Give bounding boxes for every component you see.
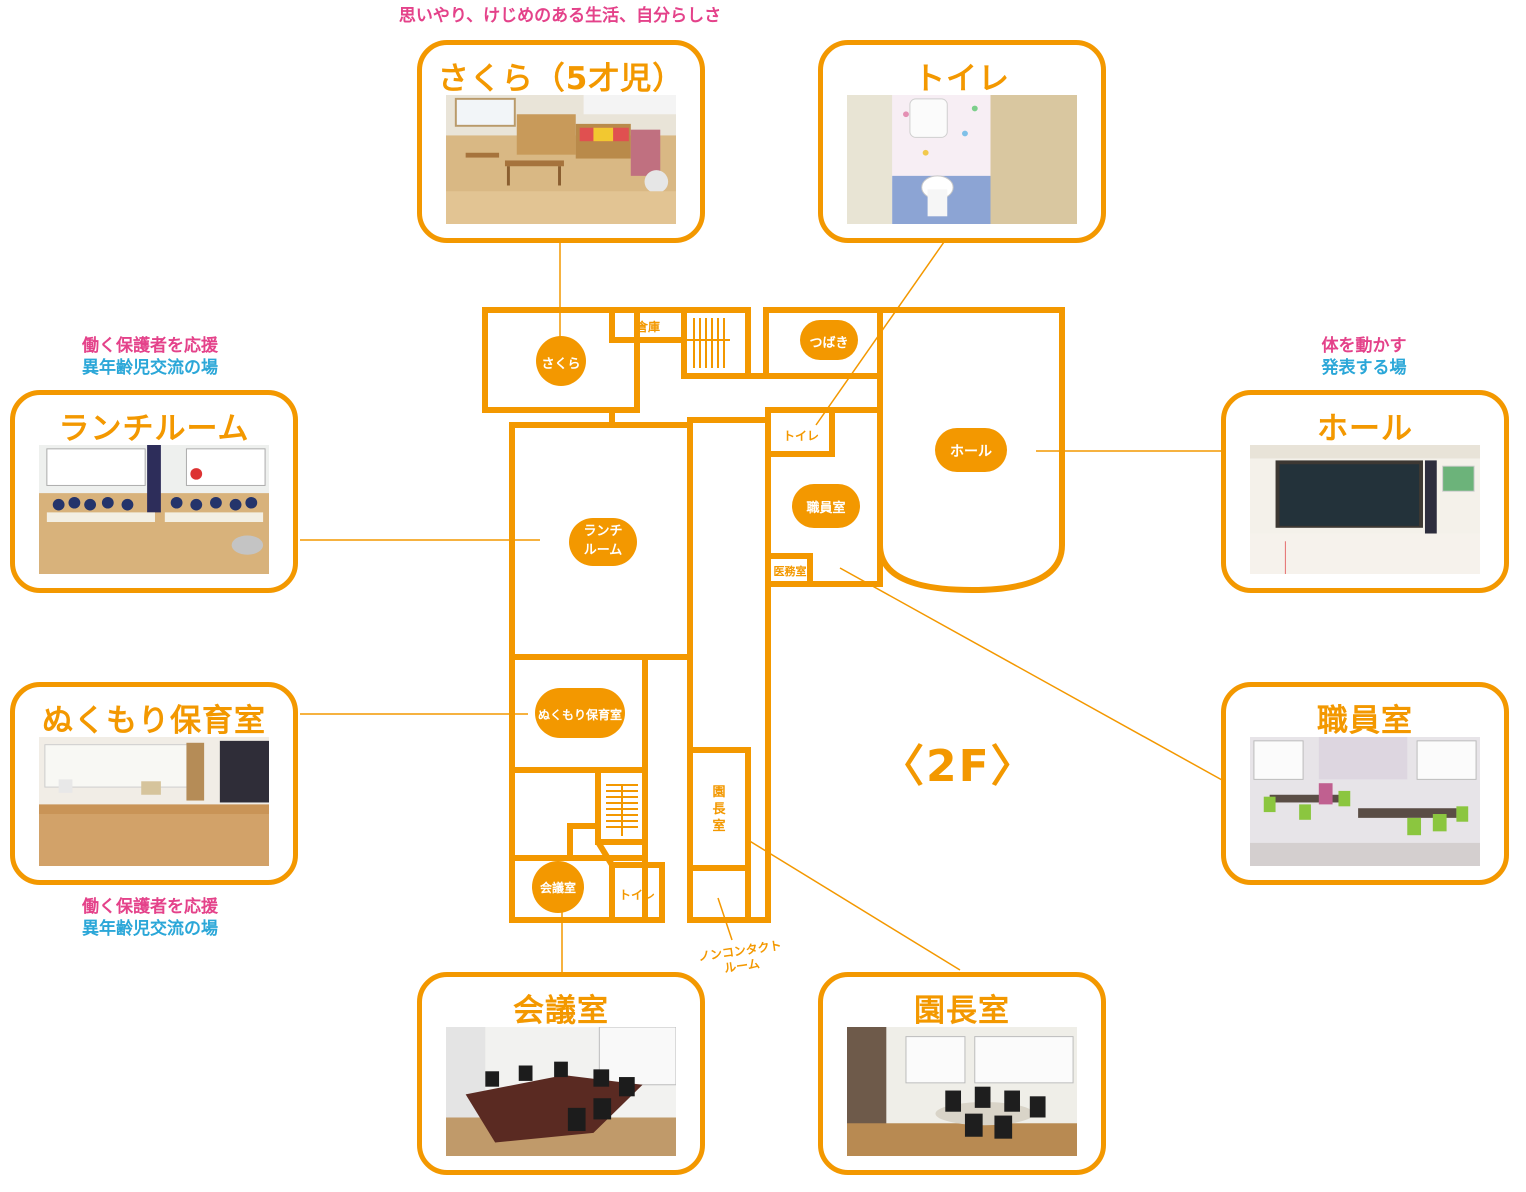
label-infirmary: 医務室 (773, 565, 807, 578)
card-title-meeting: 会議室 (513, 993, 609, 1029)
note-sakura: 思いやり、けじめのある生活、自分らしさ (398, 6, 722, 26)
pill-sakura (536, 336, 586, 386)
note-lunch-line1: 働く保護者を応援 (82, 336, 218, 356)
pill-hall (935, 428, 1007, 472)
label-tsubaki: つばき (809, 336, 849, 351)
floor-label: 〈2F〉 (880, 741, 1037, 792)
card-title-nukumori: ぬくもり保育室 (42, 703, 266, 739)
label-hall: ホール (950, 444, 992, 460)
photo-director-room (847, 1027, 1077, 1156)
label-staff: 職員室 (806, 501, 846, 516)
card-title-staff: 職員室 (1317, 703, 1413, 739)
label-director: 園長室 (712, 785, 726, 834)
note-hall: 体を動かす 発表する場 (1254, 335, 1474, 379)
note-nukumori: 働く保護者を応援 異年齢児交流の場 (40, 896, 260, 940)
pill-staff (792, 484, 860, 528)
label-nukumori: ぬくもり保育室 (537, 708, 622, 722)
photo-meeting-room (446, 1027, 676, 1156)
card-meeting-room: 会議室 (417, 972, 705, 1175)
card-title-sakura: さくら（5才児） (437, 61, 685, 97)
card-title-director: 園長室 (914, 993, 1010, 1029)
card-title-hall: ホール (1317, 411, 1413, 447)
card-title-lunch: ランチルーム (58, 411, 250, 447)
label-meeting: 会議室 (539, 881, 576, 895)
card-lunch-room: ランチルーム (10, 390, 298, 593)
card-sakura: さくら（5才児） (417, 40, 705, 243)
label-lunch-line2: ルーム (583, 543, 623, 558)
photo-lunch-room (39, 445, 269, 574)
label-sakura: さくら (541, 357, 581, 372)
label-storage: 倉庫 (635, 320, 660, 334)
photo-staff-room (1250, 737, 1480, 866)
pill-tsubaki (800, 320, 858, 360)
photo-toilet (847, 95, 1077, 224)
pill-nukumori (535, 688, 625, 738)
card-hall: ホール (1221, 390, 1509, 593)
card-toilet: トイレ (818, 40, 1106, 243)
note-hall-line1: 体を動かす (1321, 336, 1407, 356)
pill-lunch (569, 518, 637, 566)
label-toilet-top: トイレ (782, 429, 819, 443)
note-hall-line2: 発表する場 (1321, 358, 1407, 378)
card-director-room: 園長室 (818, 972, 1106, 1175)
room-sakura-outline (482, 307, 640, 413)
label-toilet-bottom: トイレ (618, 888, 655, 902)
note-nukumori-line2: 異年齢児交流の場 (82, 919, 218, 939)
note-nukumori-line1: 働く保護者を応援 (82, 897, 218, 917)
note-lunch-line2: 異年齢児交流の場 (82, 358, 218, 378)
room-meeting-outline (509, 823, 615, 923)
note-lunch: 働く保護者を応援 異年齢児交流の場 (40, 335, 260, 379)
photo-nukumori-room (39, 737, 269, 866)
photo-sakura-room (446, 95, 676, 224)
card-nukumori: ぬくもり保育室 (10, 682, 298, 885)
card-staff-room: 職員室 (1221, 682, 1509, 885)
photo-hall (1250, 445, 1480, 574)
room-hall-outline (877, 307, 1065, 594)
label-lunch-line1: ランチ (583, 524, 623, 539)
pill-meeting (532, 861, 584, 913)
card-title-toilet: トイレ (914, 61, 1010, 97)
label-lunch: ランチ ルーム (569, 522, 637, 560)
